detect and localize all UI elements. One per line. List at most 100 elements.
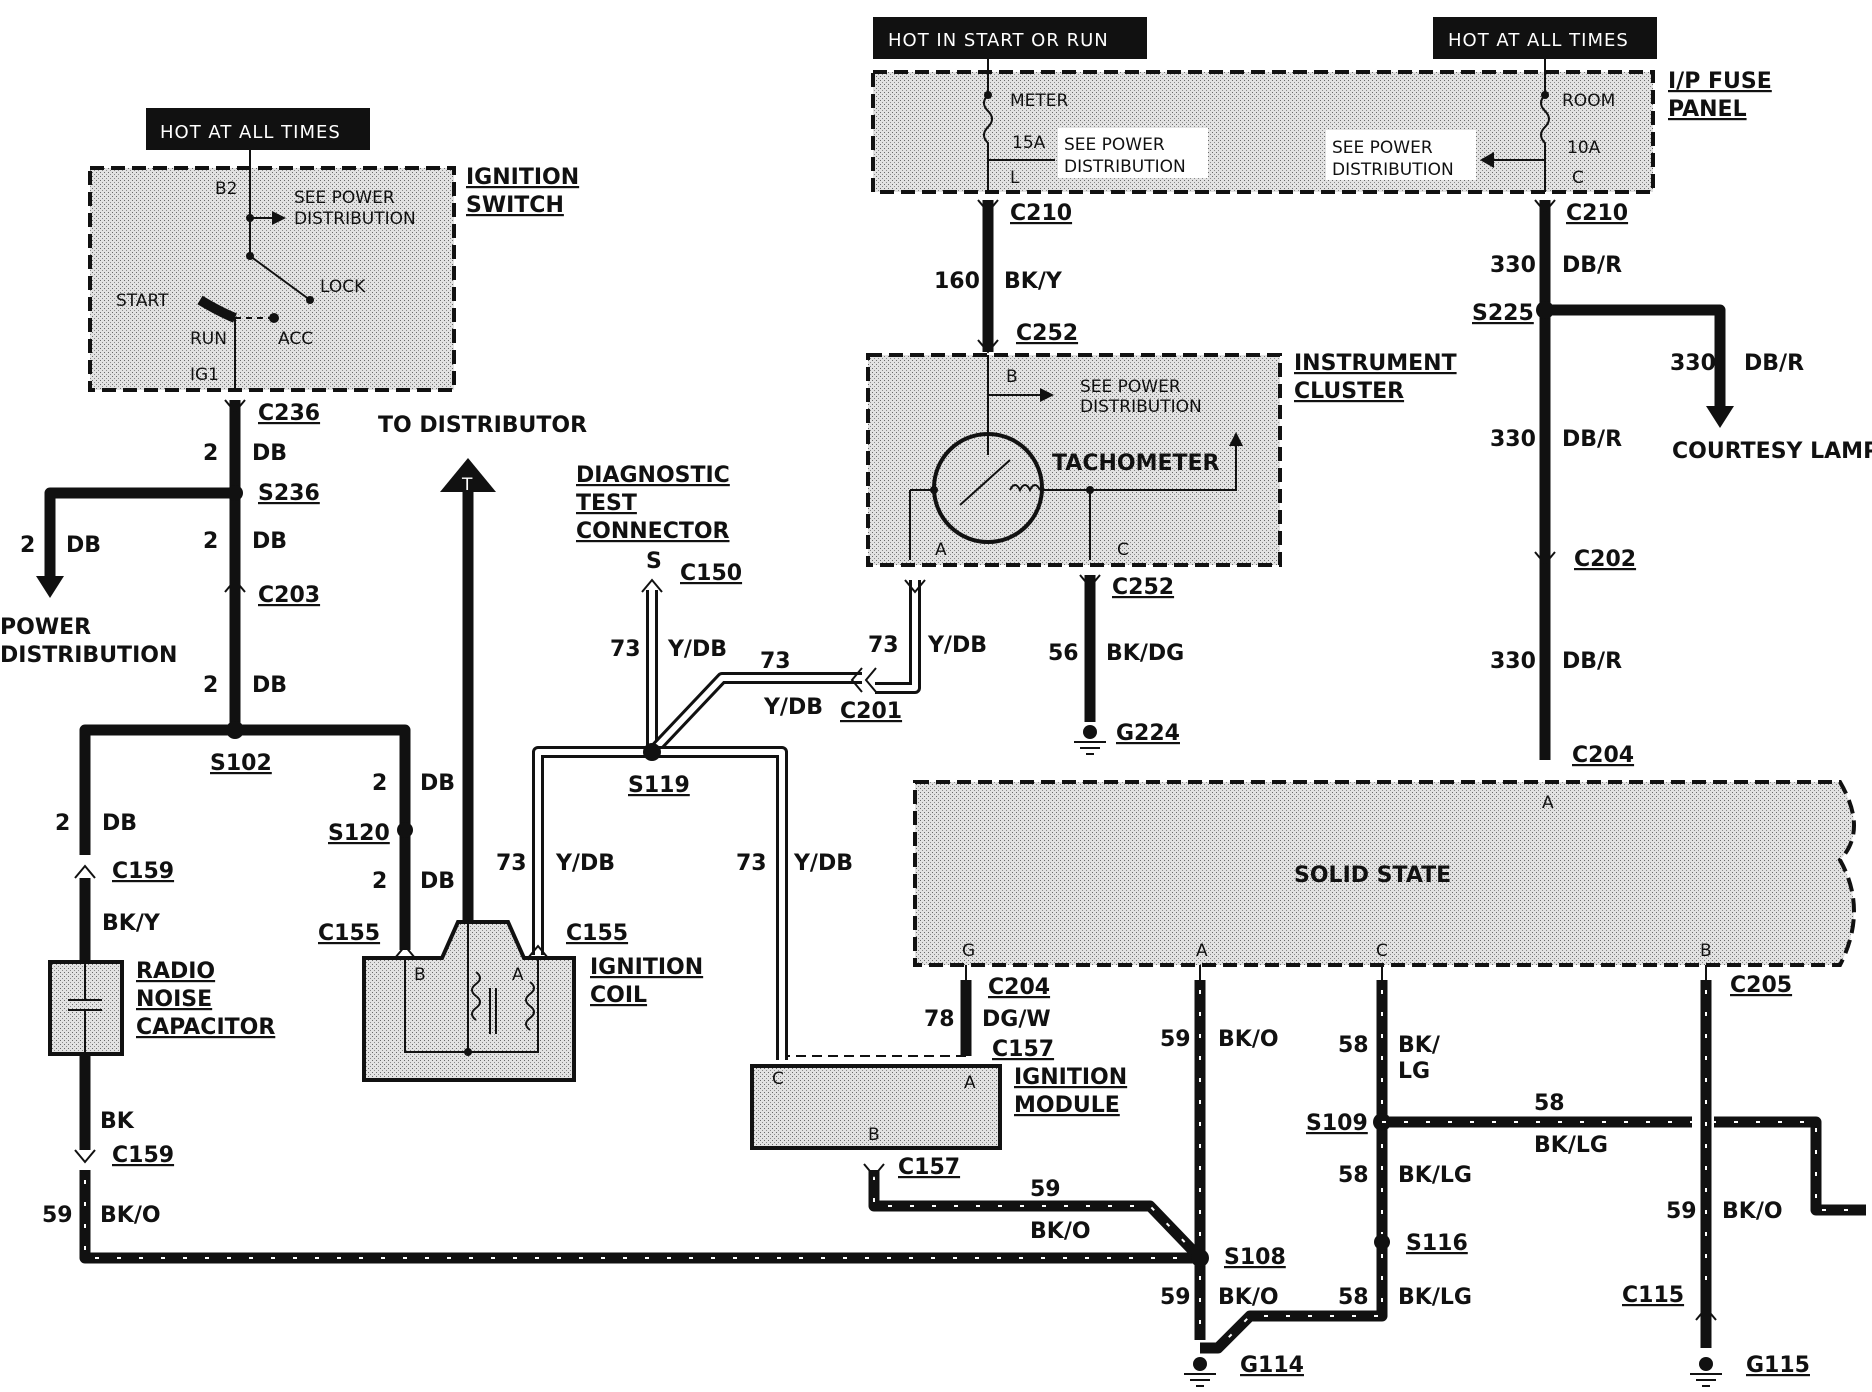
svg-text:78: 78: [924, 1007, 955, 1032]
svg-text:DB: DB: [252, 441, 287, 466]
svg-text:2: 2: [203, 441, 218, 466]
svg-text:BK/LG: BK/LG: [1398, 1285, 1472, 1310]
svg-text:COIL: COIL: [590, 983, 647, 1008]
svg-text:C201: C201: [840, 699, 902, 724]
svg-text:IG1: IG1: [190, 365, 219, 385]
svg-text:S119: S119: [628, 773, 690, 798]
svg-text:2: 2: [55, 811, 70, 836]
svg-text:METER: METER: [1010, 91, 1069, 111]
svg-text:59: 59: [1160, 1285, 1191, 1310]
svg-text:59: 59: [42, 1203, 73, 1228]
svg-text:Y/DB: Y/DB: [667, 637, 727, 662]
svg-text:PANEL: PANEL: [1668, 97, 1747, 122]
svg-text:B: B: [414, 965, 426, 985]
svg-text:DISTRIBUTION: DISTRIBUTION: [1064, 157, 1186, 177]
svg-text:S225: S225: [1472, 301, 1534, 326]
svg-text:A: A: [935, 540, 947, 560]
svg-text:DB/R: DB/R: [1562, 427, 1622, 452]
svg-text:RADIO: RADIO: [136, 959, 215, 984]
svg-text:S108: S108: [1224, 1245, 1286, 1270]
svg-text:A: A: [1542, 793, 1554, 813]
svg-text:C204: C204: [1572, 743, 1634, 768]
svg-text:B: B: [868, 1125, 880, 1145]
svg-text:TO DISTRIBUTOR: TO DISTRIBUTOR: [378, 413, 587, 438]
svg-text:BK/: BK/: [1398, 1033, 1441, 1058]
svg-text:C203: C203: [258, 583, 320, 608]
svg-text:G115: G115: [1746, 1353, 1810, 1378]
svg-text:C252: C252: [1016, 321, 1078, 346]
svg-text:C210: C210: [1010, 201, 1072, 226]
svg-text:C159: C159: [112, 859, 174, 884]
svg-text:DB: DB: [66, 533, 101, 558]
svg-text:L: L: [1010, 168, 1020, 188]
svg-text:DB/R: DB/R: [1744, 351, 1804, 376]
svg-text:330: 330: [1490, 427, 1536, 452]
svg-text:DB: DB: [252, 673, 287, 698]
svg-text:CONNECTOR: CONNECTOR: [576, 519, 730, 544]
svg-text:LG: LG: [1398, 1059, 1430, 1084]
svg-text:IGNITION: IGNITION: [1014, 1065, 1127, 1090]
svg-text:10A: 10A: [1567, 138, 1601, 158]
svg-text:CAPACITOR: CAPACITOR: [136, 1015, 275, 1040]
svg-text:SEE POWER: SEE POWER: [1332, 138, 1433, 158]
svg-text:73: 73: [760, 649, 791, 674]
svg-text:G: G: [962, 941, 975, 961]
svg-text:HOT IN START OR RUN: HOT IN START OR RUN: [888, 30, 1109, 51]
svg-text:CLUSTER: CLUSTER: [1294, 379, 1404, 404]
svg-text:C236: C236: [258, 401, 320, 426]
svg-text:BK/LG: BK/LG: [1398, 1163, 1472, 1188]
svg-text:C: C: [1376, 941, 1388, 961]
svg-text:POWER: POWER: [0, 615, 91, 640]
wire-59-g115: C205 59 BK/O C115 G115: [1622, 973, 1810, 1387]
svg-text:COURTESY LAMP: COURTESY LAMP: [1672, 439, 1872, 464]
svg-text:C: C: [772, 1069, 784, 1089]
svg-text:BK/O: BK/O: [1722, 1199, 1783, 1224]
svg-text:G224: G224: [1116, 721, 1180, 746]
svg-text:58: 58: [1534, 1091, 1565, 1116]
svg-text:330: 330: [1490, 253, 1536, 278]
svg-text:B2: B2: [215, 179, 237, 199]
svg-text:56: 56: [1048, 641, 1079, 666]
svg-text:BK: BK: [100, 1109, 135, 1134]
svg-text:15A: 15A: [1012, 133, 1046, 153]
svg-text:DB: DB: [102, 811, 137, 836]
svg-text:HOT AT ALL TIMES: HOT AT ALL TIMES: [160, 122, 341, 143]
svg-text:58: 58: [1338, 1285, 1369, 1310]
wire-330: C210 330 DB/R S225 330 DB/R COURTESY LAM…: [1472, 199, 1872, 768]
svg-text:ROOM: ROOM: [1562, 91, 1615, 111]
svg-text:A: A: [1196, 941, 1208, 961]
hot-all-times-fuse-tag: HOT AT ALL TIMES: [1433, 17, 1657, 59]
svg-text:Y/DB: Y/DB: [763, 695, 823, 720]
svg-text:I/P FUSE: I/P FUSE: [1668, 69, 1772, 94]
svg-text:2: 2: [203, 673, 218, 698]
svg-text:DG/W: DG/W: [982, 1007, 1051, 1032]
wire-73-ydb: S C150 DIAGNOSTIC TEST CONNECTOR 73 Y/DB…: [496, 463, 987, 1060]
svg-text:59: 59: [1030, 1177, 1061, 1202]
instrument-cluster: INSTRUMENT CLUSTER B SEE POWER DISTRIBUT…: [866, 351, 1457, 567]
svg-text:Y/DB: Y/DB: [927, 633, 987, 658]
svg-text:A: A: [964, 1073, 976, 1093]
svg-text:DB: DB: [420, 869, 455, 894]
hot-all-times-ign-tag: HOT AT ALL TIMES: [146, 108, 370, 150]
svg-text:BK/O: BK/O: [1030, 1219, 1091, 1244]
svg-text:S236: S236: [258, 481, 320, 506]
svg-text:NOISE: NOISE: [136, 987, 212, 1012]
svg-text:C155: C155: [318, 921, 380, 946]
svg-text:S102: S102: [210, 751, 272, 776]
svg-text:C159: C159: [112, 1143, 174, 1168]
svg-text:C157: C157: [992, 1037, 1054, 1062]
svg-text:DB: DB: [252, 529, 287, 554]
svg-text:58: 58: [1338, 1033, 1369, 1058]
svg-text:C210: C210: [1566, 201, 1628, 226]
svg-text:330: 330: [1670, 351, 1716, 376]
svg-text:SEE POWER: SEE POWER: [1064, 135, 1165, 155]
svg-text:S: S: [646, 549, 662, 574]
svg-text:DISTRIBUTION: DISTRIBUTION: [0, 643, 177, 668]
svg-text:B: B: [1006, 367, 1018, 387]
svg-text:BK/Y: BK/Y: [1004, 269, 1063, 294]
wire-59-bko: 59 BK/O C157 59 BK/O 59 BK/O S108 59 BK/…: [42, 980, 1304, 1387]
svg-text:58: 58: [1338, 1163, 1369, 1188]
svg-text:C: C: [1117, 540, 1129, 560]
svg-text:73: 73: [496, 851, 527, 876]
